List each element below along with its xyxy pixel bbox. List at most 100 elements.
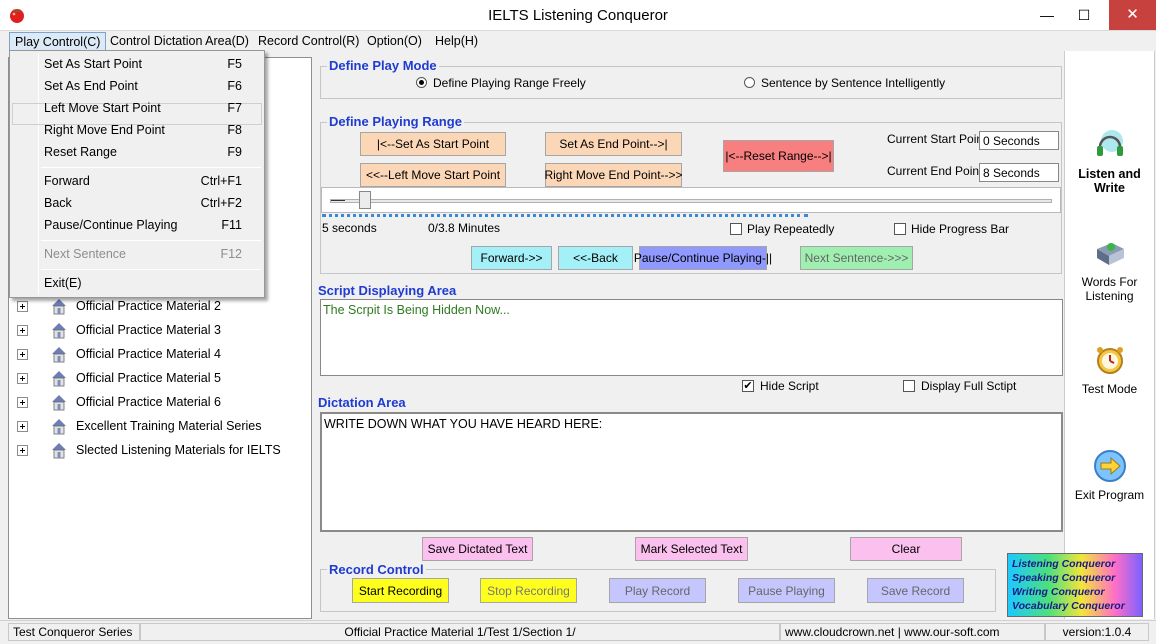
maximize-button[interactable]: ☐ [1077, 7, 1091, 23]
exit-program-button[interactable]: Exit Program [1065, 448, 1154, 502]
banner-line: Listening Conqueror [1012, 558, 1116, 570]
window-title: IELTS Listening Conqueror [488, 7, 668, 24]
play-record-button[interactable]: Play Record [609, 578, 706, 603]
tree-item[interactable]: Excellent Training Material Series [17, 415, 262, 437]
left-move-start-button[interactable]: <<--Left Move Start Point [360, 163, 506, 187]
words-listening-label: Words For Listening [1081, 275, 1138, 303]
pause-playing-button[interactable]: Pause Playing [738, 578, 835, 603]
clear-button[interactable]: Clear [850, 537, 962, 561]
tree-item[interactable]: Slected Listening Materials for IELTS [17, 439, 281, 461]
current-start-field[interactable]: 0 Seconds [979, 131, 1059, 150]
menu-item-shortcut: Ctrl+F2 [200, 196, 242, 210]
current-start-label: Current Start Point: [887, 132, 990, 146]
mark-selected-button[interactable]: Mark Selected Text [635, 537, 748, 561]
tree-item[interactable]: Official Practice Material 3 [17, 319, 221, 341]
menu-option[interactable]: Option(O) [367, 34, 422, 48]
save-record-button[interactable]: Save Record [867, 578, 964, 603]
tree-item-label: Official Practice Material 3 [76, 323, 221, 337]
hide-script-label[interactable]: Hide Script [760, 379, 819, 393]
pause-continue-button[interactable]: Pause/Continue Playing-|| [634, 246, 772, 270]
right-move-end-button[interactable]: Right Move End Point-->> [544, 163, 683, 187]
hide-progress-label[interactable]: Hide Progress Bar [911, 222, 1010, 236]
expand-icon[interactable] [17, 324, 28, 336]
menu-record-control[interactable]: Record Control(R) [258, 34, 360, 48]
title-bar: IELTS Listening Conqueror — ☐ ✕ [0, 0, 1156, 31]
expand-icon[interactable] [17, 300, 28, 312]
menu-play-control[interactable]: Play Control(C) [9, 32, 107, 51]
menu-item-label: Set As End Point [44, 79, 138, 93]
status-website: www.cloudcrown.net | www.our-soft.com [780, 623, 1045, 641]
tree-item[interactable]: Official Practice Material 4 [17, 343, 221, 365]
start-recording-button[interactable]: Start Recording [352, 578, 449, 603]
next-sentence-button[interactable]: Next Sentence->>> [800, 246, 913, 270]
house-icon [52, 323, 66, 339]
dictation-textarea[interactable]: WRITE DOWN WHAT YOU HAVE HEARD HERE: [320, 412, 1063, 532]
hide-script-checkbox[interactable]: ✔ [742, 380, 754, 392]
display-full-label[interactable]: Display Full Sctipt [921, 379, 1017, 393]
expand-icon[interactable] [17, 444, 28, 456]
stop-recording-button[interactable]: Stop Recording [480, 578, 577, 603]
play-repeatedly-checkbox[interactable] [730, 223, 742, 235]
dictation-area-title: Dictation Area [318, 395, 406, 410]
banner-line: Vocabulary Conqueror [1012, 600, 1125, 612]
range-slider[interactable] [321, 187, 1061, 213]
tree-item[interactable]: Official Practice Material 5 [17, 367, 221, 389]
menu-separator [41, 269, 261, 270]
banner-line: Speaking Conqueror [1012, 572, 1116, 584]
status-path: Official Practice Material 1/Test 1/Sect… [140, 623, 780, 641]
menu-separator [41, 240, 261, 241]
test-mode-label: Test Mode [1081, 382, 1138, 396]
back-button[interactable]: <<-Back [558, 246, 633, 270]
book-icon [1096, 243, 1124, 265]
current-end-field[interactable]: 8 Seconds [979, 163, 1059, 182]
radio-sentence-label[interactable]: Sentence by Sentence Intelligently [761, 76, 946, 90]
test-mode-button[interactable]: Test Mode [1065, 342, 1154, 396]
menu-control-dictation[interactable]: Control Dictation Area(D) [110, 34, 249, 48]
menu-item-exit[interactable]: Exit(E) [12, 272, 262, 294]
script-display[interactable]: The Scrpit Is Being Hidden Now... [320, 299, 1063, 376]
expand-icon[interactable] [17, 372, 28, 384]
display-full-checkbox[interactable] [903, 380, 915, 392]
radio-sentence[interactable] [744, 77, 755, 88]
hide-progress-checkbox[interactable] [894, 223, 906, 235]
forward-button[interactable]: Forward->> [471, 246, 552, 270]
close-button[interactable]: ✕ [1109, 0, 1156, 30]
set-end-point-button[interactable]: Set As End Point-->| [545, 132, 682, 156]
slider-thumb[interactable] [358, 191, 371, 209]
product-banner[interactable]: Listening Conqueror Speaking Conqueror W… [1007, 553, 1143, 617]
tree-item[interactable]: Official Practice Material 6 [17, 391, 221, 413]
banner-line: Writing Conqueror [1012, 586, 1105, 598]
tree-item-label: Excellent Training Material Series [76, 419, 262, 433]
words-listening-button[interactable]: Words For Listening [1065, 235, 1154, 303]
radio-free-range-label[interactable]: Define Playing Range Freely [433, 76, 586, 90]
tree-item[interactable]: Official Practice Material 2 [17, 295, 221, 317]
set-start-point-button[interactable]: |<--Set As Start Point [360, 132, 506, 156]
expand-icon[interactable] [17, 396, 28, 408]
progress-bar [322, 214, 808, 217]
reset-range-button[interactable]: |<--Reset Range-->| [723, 140, 834, 172]
radio-free-range[interactable] [416, 77, 427, 88]
menu-help[interactable]: Help(H) [435, 34, 479, 48]
expand-icon[interactable] [17, 420, 28, 432]
listen-write-button[interactable]: Listen and Write [1065, 127, 1154, 195]
minimize-button[interactable]: — [1040, 7, 1054, 23]
menu-item-shortcut: F8 [227, 123, 242, 137]
save-dictated-button[interactable]: Save Dictated Text [422, 537, 533, 561]
play-repeatedly-label[interactable]: Play Repeatedly [747, 222, 835, 236]
side-toolbar: Listen and Write Words For Listening Tes… [1064, 51, 1155, 619]
status-version: version:1.0.4 [1045, 623, 1149, 641]
menu-item-shortcut: Ctrl+F1 [200, 174, 242, 188]
arrow-right-icon [1093, 450, 1126, 482]
expand-icon[interactable] [17, 348, 28, 360]
tomato-icon [10, 9, 24, 23]
tree-item-label: Slected Listening Materials for IELTS [76, 443, 281, 457]
